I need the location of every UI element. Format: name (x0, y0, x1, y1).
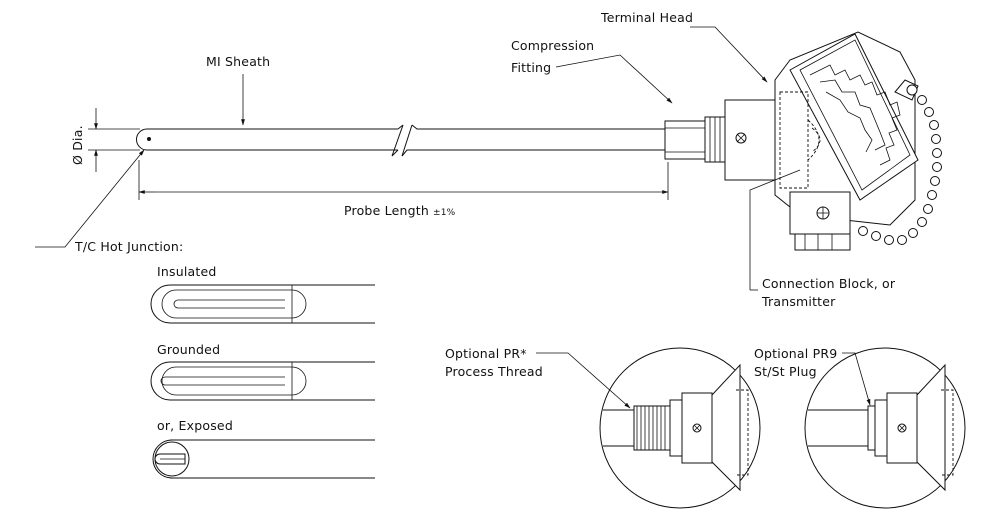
exposed-label: or, Exposed (157, 418, 233, 433)
mi-sheath-probe (136, 124, 665, 157)
junction-exposed: or, Exposed (152, 418, 375, 479)
mi-sheath-label: MI Sheath (206, 54, 270, 69)
compression-label: Compression (511, 38, 594, 53)
connection-block-label-1: Connection Block, or (762, 276, 896, 291)
insulated-label: Insulated (157, 264, 217, 279)
probe-length-dimension: Probe Length ±1% (138, 160, 669, 218)
probe-length-label: Probe Length (344, 203, 429, 218)
connection-block-label-2: Transmitter (761, 294, 836, 309)
hot-junction-label: T/C Hot Junction: (74, 239, 183, 254)
terminal-head (724, 31, 919, 251)
dia-label: Ø Dia. (70, 125, 85, 165)
pr9-label-2: St/St Plug (754, 364, 817, 379)
terminal-head-label: Terminal Head (600, 10, 693, 25)
pr9-label-1: Optional PR9 (754, 346, 837, 361)
pr-thread-detail: Optional PR* Process Thread (445, 346, 761, 509)
cap-chain (858, 95, 942, 245)
pr-thread-label-1: Optional PR* (445, 346, 527, 361)
pr-thread-label-2: Process Thread (445, 364, 543, 379)
junction-insulated: Insulated (150, 264, 375, 324)
junction-grounded: Grounded (150, 342, 375, 401)
grounded-label: Grounded (157, 342, 220, 357)
fitting-label: Fitting (511, 60, 551, 75)
tolerance-label: ±1% (433, 208, 456, 218)
compression-fitting (664, 116, 726, 163)
pr9-plug-detail: Optional PR9 St/St Plug (754, 346, 966, 509)
diameter-dimension: Ø Dia. (70, 108, 140, 172)
